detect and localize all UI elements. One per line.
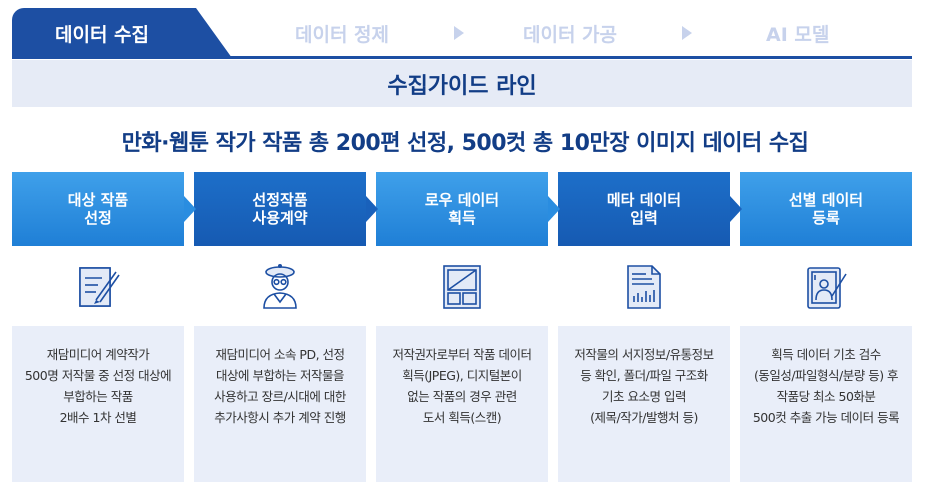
- step-title-line: 선별 데이터: [788, 191, 864, 209]
- step-target-selection: 대상 작품 선정 재담미디어 계약작가 500명 저작물 중 선정 대상에 부합…: [12, 172, 184, 482]
- document-pen-icon: [79, 267, 120, 307]
- step-arrow-icon: [730, 196, 742, 222]
- step-selected-data-registration: 선별 데이터 등록 획득 데이터 기초 검수 (동일성/파일형식/분량 등) 후…: [740, 172, 912, 482]
- desc-line: 대상에 부합하는 저작물을: [216, 368, 344, 383]
- step-icon-area: [558, 246, 730, 326]
- tab-data-processing[interactable]: 데이터 가공: [523, 23, 618, 46]
- step-arrow-icon: [184, 196, 196, 222]
- step-title-line: 선정작품: [252, 191, 308, 209]
- desc-line: 2배수 1차 선별: [59, 410, 137, 425]
- tablet-drawing-icon: [807, 267, 847, 309]
- step-description: 획득 데이터 기초 검수 (동일성/파일형식/분량 등) 후 작품당 최소 50…: [740, 326, 912, 482]
- step-title-line: 로우 데이터: [424, 191, 500, 209]
- step-header: 대상 작품 선정: [12, 172, 184, 246]
- step-title-line: 선정: [84, 209, 112, 227]
- step-title-line: 사용계약: [252, 209, 308, 227]
- guide-title-bar: 수집가이드 라인: [12, 60, 912, 107]
- process-tab-bar: 데이터 수집 데이터 정제 데이터 가공 AI 모델: [12, 8, 912, 59]
- step-header: 선정작품 사용계약: [194, 172, 366, 246]
- desc-line: 획득 데이터 기초 검수: [771, 347, 881, 362]
- step-title-line: 등록: [812, 209, 840, 227]
- desc-line: 추가사항시 추가 계약 진행: [214, 410, 346, 425]
- desc-line: 작품당 최소 50화분: [776, 389, 876, 404]
- tab-ai-model[interactable]: AI 모델: [766, 23, 830, 46]
- step-icon-area: [740, 246, 912, 326]
- desc-line: 500컷 추출 가능 데이터 등록: [752, 410, 900, 425]
- tab-arrow-icon: [682, 26, 692, 40]
- step-header: 로우 데이터 획득: [376, 172, 548, 246]
- step-description: 재담미디어 소속 PD, 선정 대상에 부합하는 저작물을 사용하고 장르/시대…: [194, 326, 366, 482]
- desc-line: 재담미디어 계약작가: [46, 347, 150, 362]
- step-arrow-icon: [548, 196, 560, 222]
- desc-line: 저작권자로부터 작품 데이터: [392, 347, 532, 362]
- step-title-line: 메타 데이터: [606, 191, 682, 209]
- report-chart-icon: [627, 265, 661, 309]
- tab-arrow-icon: [454, 26, 464, 40]
- desc-line: 획득(JPEG), 디지털본이: [402, 368, 522, 383]
- tab-data-collection[interactable]: 데이터 수집: [12, 8, 232, 58]
- process-steps: 대상 작품 선정 재담미디어 계약작가 500명 저작물 중 선정 대상에 부합…: [12, 172, 912, 482]
- desc-line: 재담미디어 소속 PD, 선정: [215, 347, 345, 362]
- desc-line: 도서 획득(스캔): [422, 410, 502, 425]
- tab-data-cleansing[interactable]: 데이터 정제: [295, 23, 390, 46]
- step-raw-data-acquisition: 로우 데이터 획득 저작권자로부터 작품 데이터 획득(JPEG), 디지털본이…: [376, 172, 548, 482]
- step-arrow-icon: [366, 196, 378, 222]
- desc-line: 사용하고 장르/시대에 대한: [214, 389, 346, 404]
- step-icon-area: [12, 246, 184, 326]
- desc-line: (동일성/파일형식/분량 등) 후: [753, 368, 899, 383]
- step-usage-contract: 선정작품 사용계약 재담미디어 소속 PD, 선정 대상에 부합하는 저작물을 …: [194, 172, 366, 482]
- step-title-line: 입력: [630, 209, 658, 227]
- headline: 만화·웹툰 작가 작품 총 200편 선정, 500컷 총 10만장 이미지 데…: [121, 131, 809, 156]
- desc-line: 없는 작품의 경우 관련: [407, 389, 517, 404]
- step-header: 선별 데이터 등록: [740, 172, 912, 246]
- desc-line: 부합하는 작품: [63, 389, 133, 404]
- step-icon-area: [376, 246, 548, 326]
- guide-title: 수집가이드 라인: [387, 73, 537, 99]
- desc-line: 기초 요소명 입력: [602, 389, 686, 404]
- step-metadata-input: 메타 데이터 입력 저작물의 서지정보/유통정보 등 확인,: [558, 172, 730, 482]
- step-header: 메타 데이터 입력: [558, 172, 730, 246]
- step-description: 저작권자로부터 작품 데이터 획득(JPEG), 디지털본이 없는 작품의 경우…: [376, 326, 548, 482]
- step-description: 저작물의 서지정보/유통정보 등 확인, 폴더/파일 구조화 기초 요소명 입력…: [558, 326, 730, 482]
- comic-panel-icon: [443, 265, 481, 309]
- desc-line: 등 확인, 폴더/파일 구조화: [580, 368, 708, 383]
- step-description: 재담미디어 계약작가 500명 저작물 중 선정 대상에 부합하는 작품 2배수…: [12, 326, 184, 482]
- step-icon-area: [194, 246, 366, 326]
- desc-line: (제목/작가/발행처 등): [590, 410, 698, 425]
- step-title-line: 획득: [448, 209, 476, 227]
- desc-line: 500명 저작물 중 선정 대상에: [24, 368, 172, 383]
- tab-underline: [12, 56, 912, 59]
- artist-person-icon: [263, 264, 297, 309]
- desc-line: 저작물의 서지정보/유통정보: [574, 347, 714, 362]
- step-title-line: 대상 작품: [67, 191, 129, 209]
